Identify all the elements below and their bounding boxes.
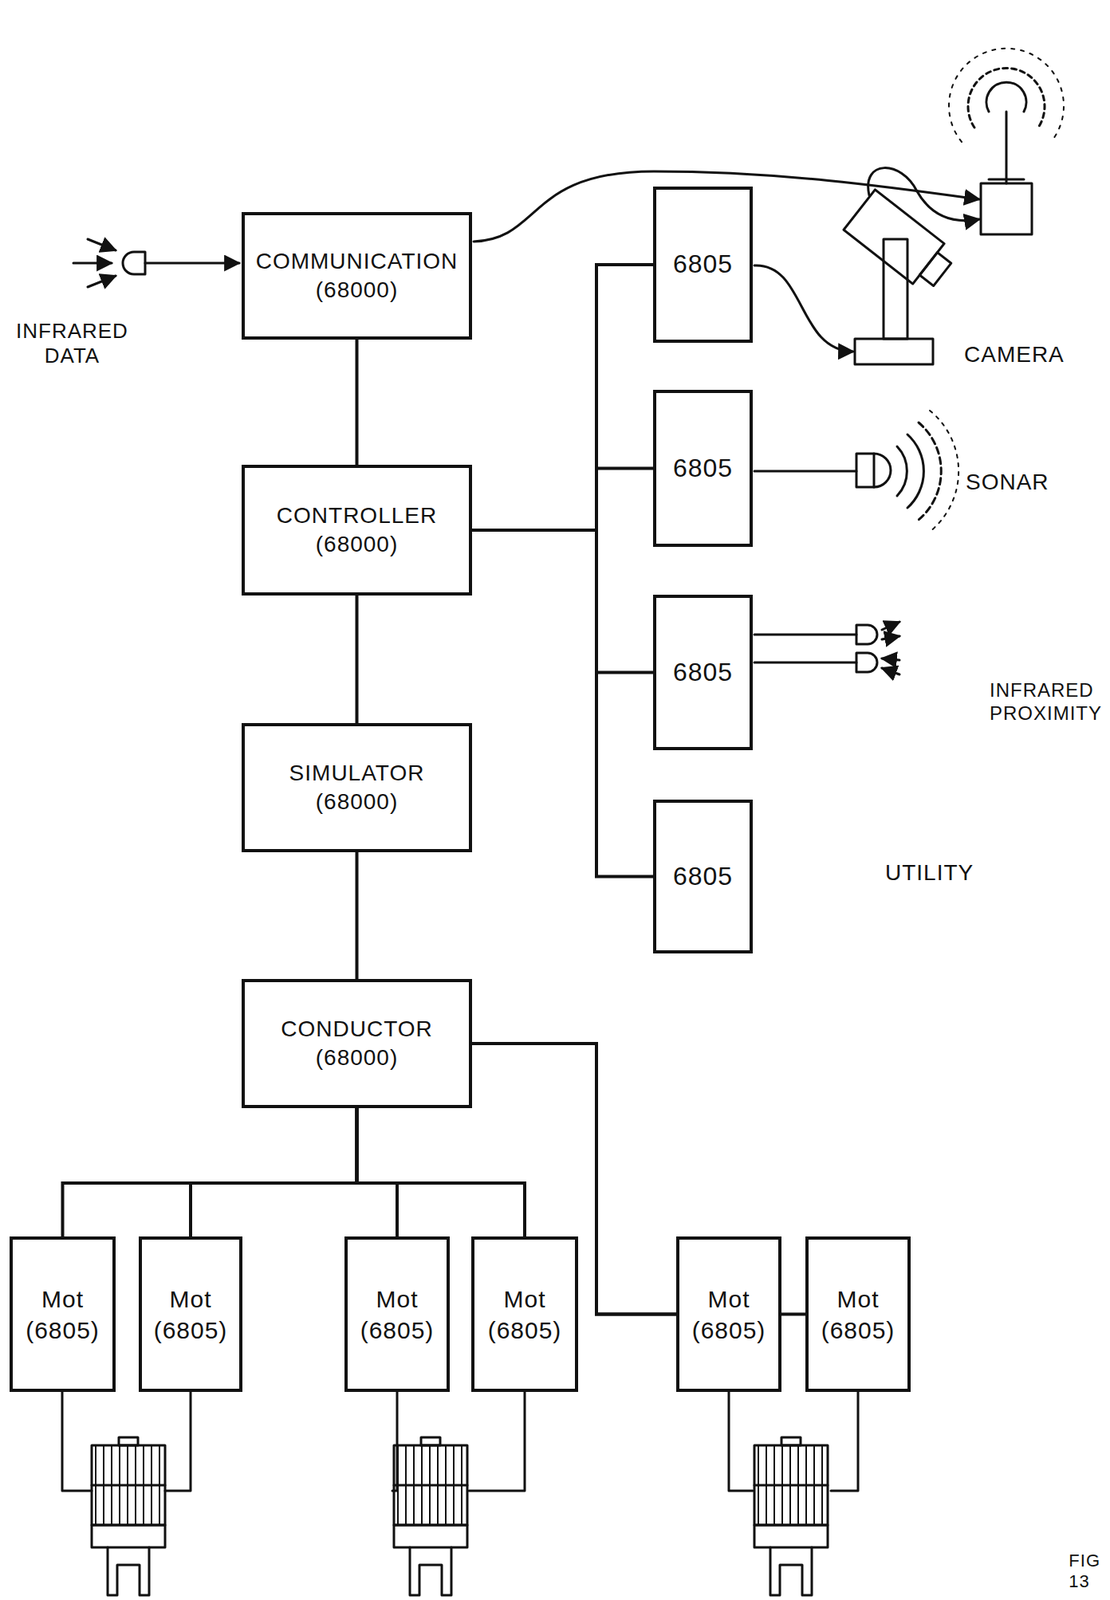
processor-box: CONTROLLER (68000) — [241, 464, 473, 596]
sonar-transducer — [754, 410, 959, 532]
infrared-proximity-sensor — [754, 621, 900, 675]
stepper-motor — [91, 1437, 166, 1596]
processor-box: COMMUNICATION (68000) — [241, 212, 473, 340]
box-text: 6805 — [673, 656, 733, 690]
bus-connector — [355, 595, 359, 724]
motor-controller-box: Mot (6805) — [138, 1236, 243, 1393]
box-text: Mot (6805) — [821, 1283, 896, 1347]
infrared-receiver — [73, 239, 240, 288]
bus-connector — [472, 530, 654, 878]
box-text: 6805 — [673, 247, 733, 282]
bus-connector — [357, 1108, 398, 1237]
box-text: Mot (6805) — [692, 1283, 767, 1347]
box-text: Mot (6805) — [153, 1283, 229, 1347]
microcontroller-box: 6805 — [653, 389, 753, 548]
box-text: COMMUNICATION (68000) — [255, 247, 459, 306]
figure-number: FIG 13 — [1068, 1550, 1101, 1594]
motor-controller-box: Mot (6805) — [344, 1236, 450, 1393]
box-text: CONDUCTOR (68000) — [280, 1015, 433, 1074]
stepper-motor — [754, 1437, 828, 1596]
box-text: CONTROLLER (68000) — [276, 501, 437, 560]
motor-controller-box: Mot (6805) — [9, 1236, 116, 1393]
bus-connector — [472, 264, 654, 531]
device-label: UTILITY — [885, 859, 974, 887]
bus-connector — [472, 468, 654, 532]
box-text: Mot (6805) — [25, 1283, 100, 1347]
motor-controller-box: Mot (6805) — [805, 1236, 911, 1393]
sensor-label: INFRARED DATA — [15, 318, 129, 369]
box-text: Mot (6805) — [488, 1283, 563, 1347]
microcontroller-box: 6805 — [653, 186, 753, 343]
device-label: INFRARED PROXIMITY — [989, 679, 1103, 726]
microcontroller-box: 6805 — [653, 799, 753, 954]
box-text: SIMULATOR (68000) — [289, 759, 426, 818]
box-text: 6805 — [673, 452, 733, 486]
processor-box: SIMULATOR (68000) — [241, 723, 473, 853]
motor-controller-box: Mot (6805) — [471, 1236, 579, 1393]
stepper-motor — [393, 1437, 468, 1596]
processor-box: CONDUCTOR (68000) — [241, 979, 473, 1109]
box-text: Mot (6805) — [360, 1283, 435, 1347]
bus-connector — [472, 530, 654, 674]
radio-transmitter — [473, 48, 1064, 242]
bus-connector — [357, 1108, 526, 1237]
microcontroller-box: 6805 — [653, 594, 753, 751]
box-text: 6805 — [673, 860, 733, 894]
motor-controller-box: Mot (6805) — [676, 1236, 782, 1393]
bus-connector — [62, 1108, 358, 1237]
device-label: SONAR — [965, 468, 1050, 496]
bus-connector — [190, 1108, 358, 1237]
camera — [754, 168, 980, 365]
bus-connector — [355, 339, 359, 465]
bus-connector — [355, 852, 359, 980]
device-label: CAMERA — [964, 341, 1065, 369]
